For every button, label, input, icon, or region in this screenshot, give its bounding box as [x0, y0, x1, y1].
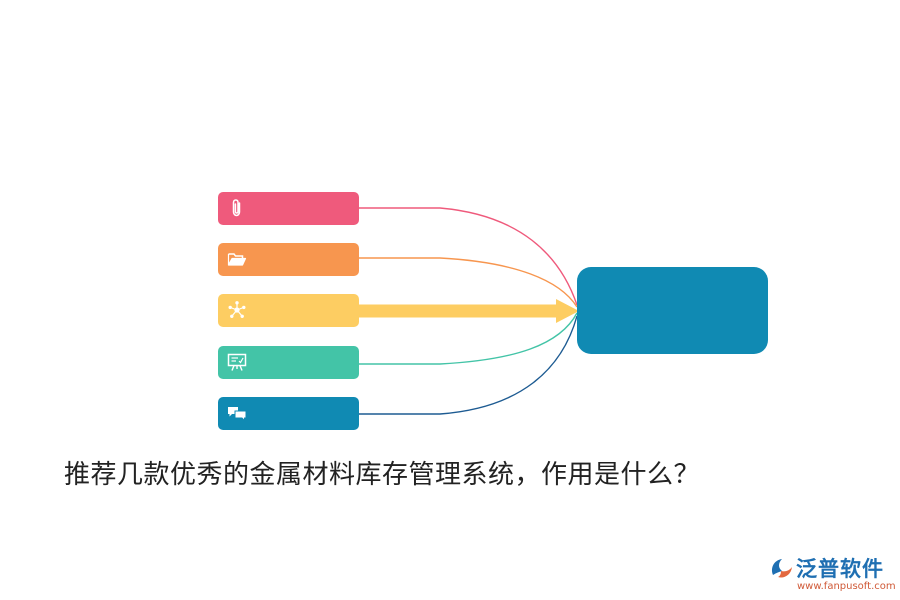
connector-3-arrowhead [556, 299, 579, 323]
network-icon [228, 301, 246, 318]
category-bar-2 [218, 243, 359, 276]
connector-2 [359, 257, 578, 308]
logo-name: 泛普软件 [796, 557, 884, 581]
presentation-board-icon [227, 353, 247, 371]
central-hub-box [577, 267, 768, 354]
paperclip-icon [232, 199, 241, 217]
folder-icon [227, 253, 247, 266]
category-bar-1 [218, 192, 359, 225]
fanpu-logo-icon [772, 559, 792, 578]
category-bar-5 [218, 397, 359, 430]
chat-bubbles-icon [228, 407, 247, 422]
caption-text: 推荐几款优秀的金属材料库存管理系统，作用是什么？ [64, 460, 701, 490]
category-bar-3 [218, 294, 359, 327]
brand-logo: 泛普软件 www.fanpusoft.com [768, 553, 896, 597]
connector-1 [359, 207, 578, 306]
category-bar-4 [218, 346, 359, 379]
logo-url: www.fanpusoft.com [797, 581, 896, 592]
connector-4 [359, 312, 578, 365]
connector-5 [359, 315, 578, 415]
